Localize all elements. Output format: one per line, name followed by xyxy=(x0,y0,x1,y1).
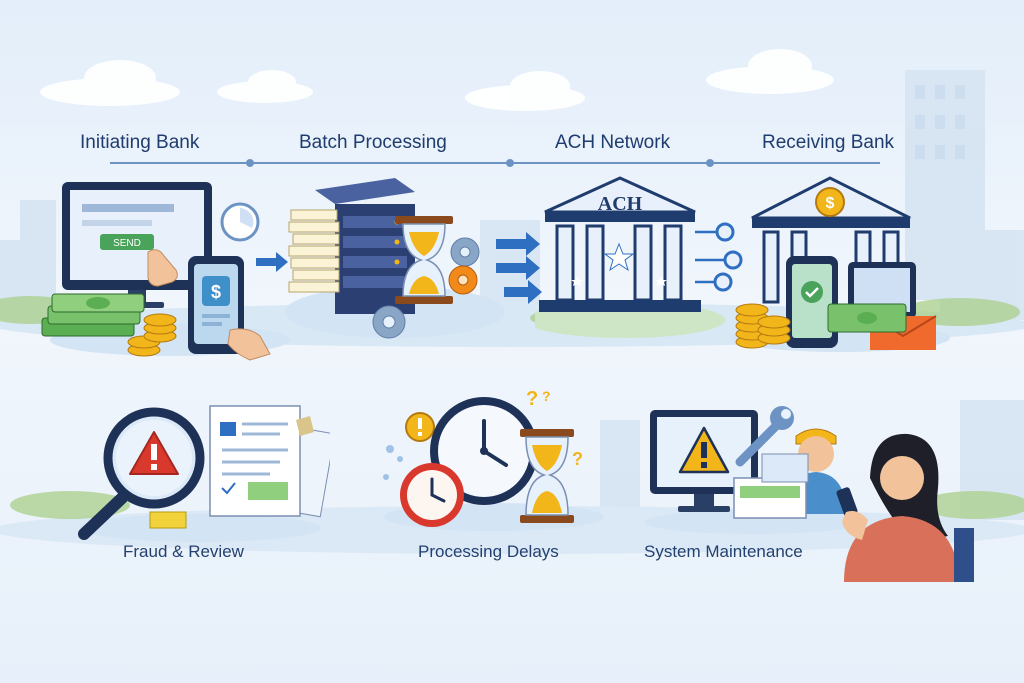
issue-label-fraud-review: Fraud & Review xyxy=(123,542,244,561)
magnifier-warning-icon xyxy=(78,405,330,542)
receiving-bank-icon: $ xyxy=(730,176,950,352)
timeline-dots xyxy=(246,159,714,167)
stage-label-batch-processing: Batch Processing xyxy=(299,132,447,153)
svg-text:?: ? xyxy=(526,388,538,410)
stage-label-initiating-bank: Initiating Bank xyxy=(80,132,200,153)
issue-label-processing-delays: Processing Delays xyxy=(418,542,559,561)
ach-bank-building-icon: ACH xyxy=(535,176,743,338)
svg-text:$: $ xyxy=(826,195,835,212)
stage-label-receiving-bank: Receiving Bank xyxy=(762,132,895,153)
computer-phone-money-icon: SEND $ xyxy=(41,182,290,361)
flow-arrows xyxy=(496,232,542,304)
svg-text:$: $ xyxy=(211,282,221,302)
svg-text:?: ? xyxy=(572,449,583,469)
maintenance-warning-icon xyxy=(644,406,974,582)
send-button-text: SEND xyxy=(113,238,141,249)
stage-label-ach-network: ACH Network xyxy=(555,132,671,153)
ach-sign-text: ACH xyxy=(598,193,643,215)
clock-hourglass-icon: ? ? ? xyxy=(383,388,604,531)
svg-text:?: ? xyxy=(542,388,551,404)
clouds xyxy=(40,49,834,111)
server-hourglass-icon xyxy=(285,178,505,339)
issue-label-system-maintenance: System Maintenance xyxy=(644,542,803,561)
